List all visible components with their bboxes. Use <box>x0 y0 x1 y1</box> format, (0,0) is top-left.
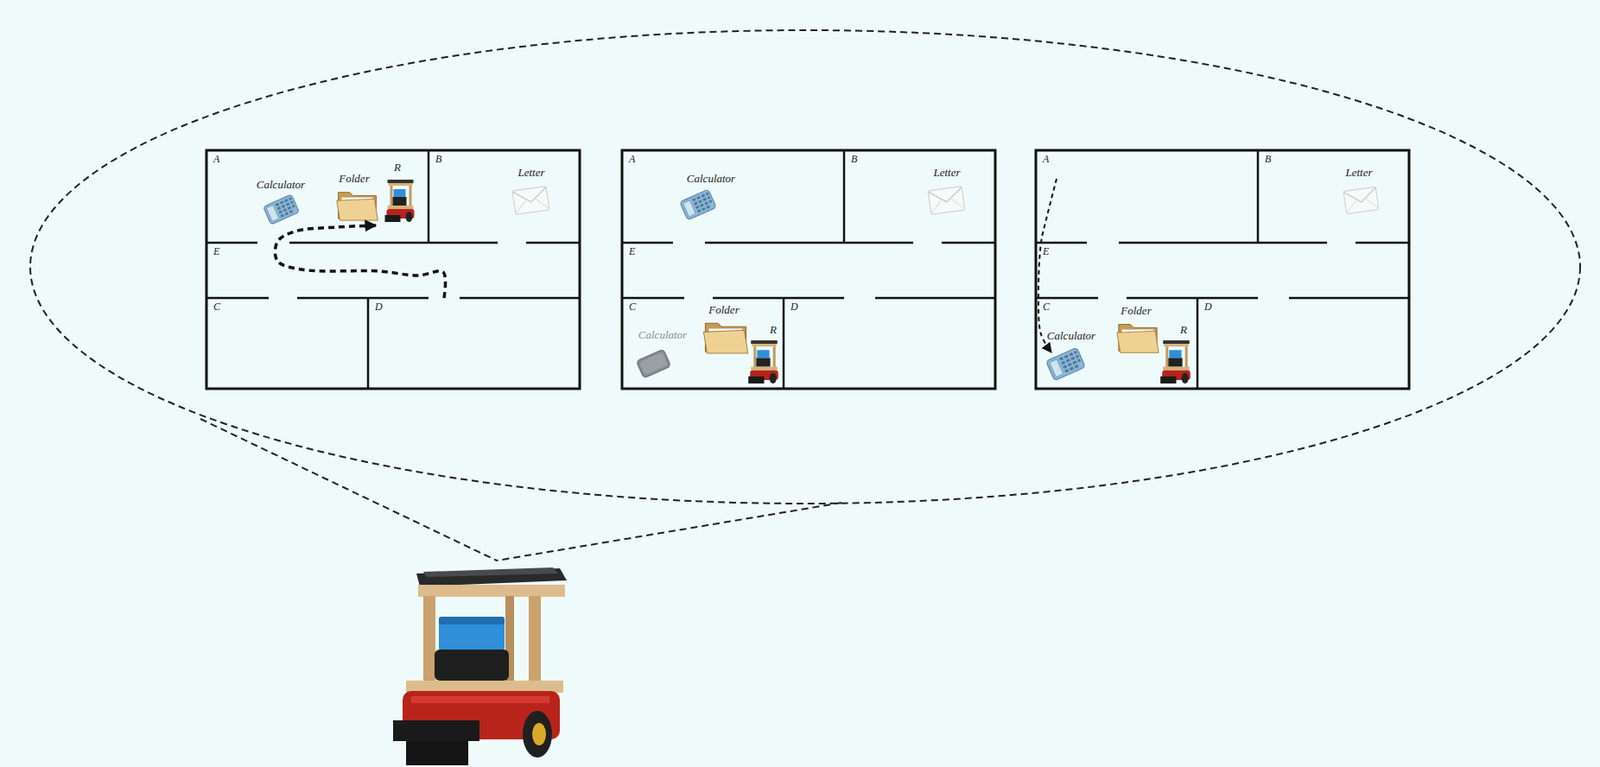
bubble-tail <box>496 502 842 561</box>
room: B <box>428 150 580 243</box>
faded-calculator-icon <box>635 349 671 379</box>
room: C <box>622 298 784 389</box>
room-letter: A <box>213 153 220 165</box>
room: E <box>1035 242 1410 299</box>
bumper <box>393 720 480 742</box>
folder-icon <box>1117 324 1159 354</box>
floor-plan <box>622 150 996 389</box>
room-letter: B <box>1264 153 1271 165</box>
room-letter: A <box>1042 153 1049 165</box>
motion-arrow <box>1038 178 1057 353</box>
room-letter: D <box>790 301 799 312</box>
room-letter: A <box>628 153 635 165</box>
folder-icon <box>336 192 379 221</box>
room: D <box>1197 298 1410 389</box>
floor-plan <box>1035 150 1410 389</box>
room: C <box>206 298 369 389</box>
wood-board <box>406 680 564 693</box>
room: C <box>1035 298 1198 389</box>
robot-icon <box>385 179 415 223</box>
object-label: Calculator <box>1047 330 1096 342</box>
laptop <box>416 568 567 587</box>
room: A <box>622 150 845 243</box>
room-letter: C <box>628 301 636 312</box>
object-label: R <box>393 161 401 173</box>
letter-icon <box>1343 186 1379 214</box>
bumper <box>406 741 469 766</box>
room: A <box>1035 150 1258 243</box>
bubble-tail <box>200 419 497 561</box>
belief-panel <box>622 150 996 389</box>
room: B <box>844 150 996 243</box>
object-label: R <box>1180 323 1188 336</box>
object-label: Calculator <box>638 329 687 341</box>
room-letter: E <box>213 246 220 257</box>
calculator-icon <box>1046 347 1086 381</box>
room: D <box>783 298 996 389</box>
calculator-icon <box>263 194 300 225</box>
motion-arrow <box>274 225 445 299</box>
wood-post <box>423 596 436 683</box>
room-letter: D <box>374 301 383 312</box>
room: B <box>1257 150 1410 243</box>
object-label: Letter <box>517 166 545 178</box>
object-label: Folder <box>338 172 369 185</box>
room-letter: E <box>628 246 635 257</box>
object-label: Folder <box>1120 304 1151 317</box>
object-label: Letter <box>933 166 960 178</box>
laser-scanner-top <box>438 616 505 625</box>
folder-icon <box>703 323 748 354</box>
room-letter: C <box>1042 301 1050 312</box>
robot-icon <box>1160 340 1191 384</box>
object-label: Letter <box>1345 166 1372 178</box>
room-letter: C <box>213 301 221 312</box>
room: D <box>368 298 580 389</box>
base-highlight <box>411 696 550 704</box>
wheel <box>522 711 553 758</box>
room-letter: B <box>850 153 858 165</box>
object-label: Folder <box>708 304 739 316</box>
calculator-icon <box>679 189 717 221</box>
letter-icon <box>512 186 550 216</box>
belief-panel <box>206 150 580 389</box>
letter-icon <box>927 186 966 216</box>
room: E <box>622 242 996 299</box>
thought-bubble <box>30 30 1581 504</box>
room: E <box>206 242 580 299</box>
wood-board <box>418 584 566 597</box>
robot-icon <box>748 340 779 384</box>
wood-post <box>528 596 541 693</box>
robot-photo <box>393 567 567 766</box>
wheel-hub <box>532 723 547 746</box>
room-letter: B <box>435 153 442 165</box>
belief-panel <box>1035 150 1410 389</box>
laser-scanner <box>438 616 505 652</box>
room-letter: D <box>1204 301 1213 312</box>
laptop-lid <box>423 567 559 578</box>
sensor-housing <box>434 649 509 681</box>
object-label: R <box>769 323 777 336</box>
object-label: Calculator <box>686 172 736 185</box>
room-letter: E <box>1042 246 1049 257</box>
object-label: Calculator <box>256 178 305 191</box>
floor-plan <box>206 150 580 389</box>
